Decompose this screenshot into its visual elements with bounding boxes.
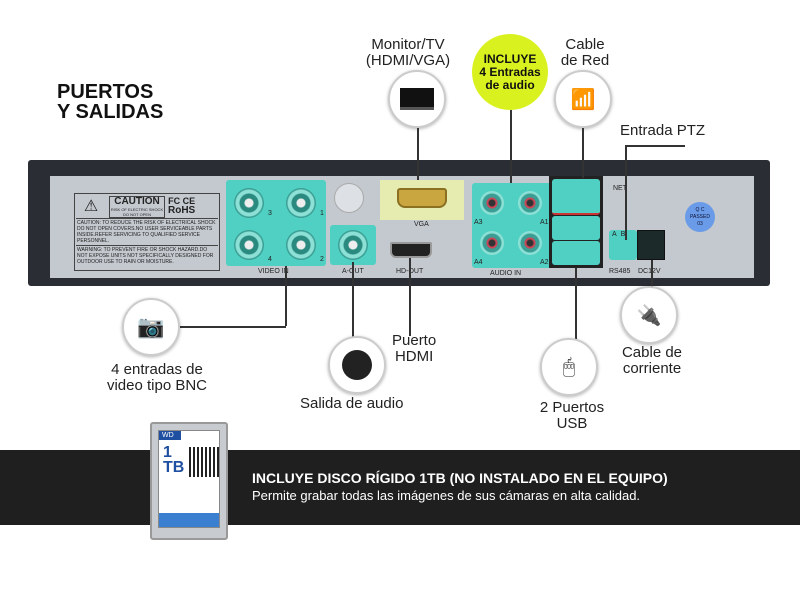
hdd-capacity: 1 TB xyxy=(163,444,185,476)
audio-out-port xyxy=(330,225,376,265)
port-num: A3 xyxy=(474,219,483,226)
vga-label: VGA xyxy=(414,221,429,228)
hdmi-port xyxy=(390,242,432,258)
port-num: 2 xyxy=(320,256,324,263)
warning-text: WARNING: TO PREVENT FIRE OR SHOCK HAZARD… xyxy=(77,247,214,265)
router-icon: 📶 xyxy=(554,70,612,128)
rs485-b: B xyxy=(620,231,626,238)
ethernet-port xyxy=(552,179,600,215)
usb-port-1 xyxy=(552,216,600,240)
video-in-label: VIDEO IN xyxy=(258,268,289,275)
bnc-label: 4 entradas de video tipo BNC xyxy=(106,361,208,394)
port-num: A2 xyxy=(540,259,549,266)
hdd-brand: WD xyxy=(159,431,181,440)
connector-line xyxy=(285,266,287,326)
bnc-port-4 xyxy=(234,230,264,260)
audio-out-label: Salida de audio xyxy=(300,395,404,412)
rca-port xyxy=(480,231,504,255)
audio-in-label: AUDIO IN xyxy=(490,270,522,277)
warning-triangle-icon: ⚠ xyxy=(83,197,99,215)
bnc-port-2 xyxy=(286,230,316,260)
connector-line xyxy=(625,145,627,240)
connector-line xyxy=(417,128,419,180)
banner-heading: INCLUYE DISCO RÍGIDO 1TB (NO INSTALADO E… xyxy=(252,470,668,486)
connector-line xyxy=(582,128,584,178)
qc-passed-sticker: Q C PASSED 03 xyxy=(685,202,715,232)
caution-heading: CAUTION xyxy=(114,195,160,207)
port-num: A1 xyxy=(540,219,549,226)
audio-inputs-badge: INCLUYE 4 Entradas de audio xyxy=(472,34,548,110)
net-label: NET xyxy=(613,185,627,192)
vga-port xyxy=(380,180,464,220)
rca-port xyxy=(480,191,504,215)
usb-port-2 xyxy=(552,241,600,265)
connector-line xyxy=(409,258,411,336)
monitor-icon xyxy=(388,70,446,128)
caution-sub: RISK OF ELECTRIC SHOCK DO NOT OPEN xyxy=(110,206,164,217)
rs485-label: RS485 xyxy=(609,268,631,275)
connector-line xyxy=(625,145,685,147)
port-num: 3 xyxy=(268,210,272,217)
rs485-a: A xyxy=(612,231,617,238)
fc-ce-mark: FC CE xyxy=(168,196,196,206)
video-in-ports: 3 1 4 2 xyxy=(226,180,326,266)
usb-label: 2 Puertos USB xyxy=(539,399,605,432)
power-adapter-icon: 🔌 xyxy=(620,286,678,344)
connector-line xyxy=(352,262,354,340)
connector-line xyxy=(575,268,577,340)
hdmi-label: Puerto HDMI xyxy=(392,332,437,365)
caution-text: CAUTION: TO REDUCE THE RISK OF ELECTRICA… xyxy=(76,219,218,246)
rs485-port: A B xyxy=(609,230,637,260)
speaker-icon xyxy=(328,336,386,394)
net-usb-block xyxy=(549,176,603,268)
dc-power-jack xyxy=(637,230,665,260)
bnc-port-1 xyxy=(286,188,316,218)
rca-port xyxy=(518,191,542,215)
blank-plug xyxy=(334,183,364,213)
connector-line xyxy=(651,260,653,294)
audio-in-ports: A3 A1 A4 A2 xyxy=(472,183,552,268)
ptz-label: Entrada PTZ xyxy=(620,122,706,139)
hdd-banner xyxy=(0,450,800,525)
rohs-mark: RoHS xyxy=(168,205,196,216)
dc12v-label: DC12V xyxy=(638,268,661,275)
bnc-port-3 xyxy=(234,188,264,218)
caution-label: ⚠ CAUTION RISK OF ELECTRIC SHOCK DO NOT … xyxy=(74,193,220,271)
camera-icon: 📷 xyxy=(122,298,180,356)
port-num: A4 xyxy=(474,259,483,266)
banner-subtext: Permite grabar todas las imágenes de sus… xyxy=(252,488,641,503)
rca-port xyxy=(518,231,542,255)
hdd-image: WD 1 TB xyxy=(150,422,228,540)
port-num: 4 xyxy=(268,256,272,263)
power-label: Cable de corriente xyxy=(621,344,683,377)
page-title: PUERTOS Y SALIDAS xyxy=(57,81,164,123)
connector-line xyxy=(510,110,512,183)
bnc-cable xyxy=(180,326,286,328)
port-num: 1 xyxy=(320,210,324,217)
network-cable-label: Cable de Red xyxy=(560,36,610,69)
monitor-label: Monitor/TV (HDMI/VGA) xyxy=(365,36,451,69)
usb-mouse-icon: 🖱 xyxy=(540,338,598,396)
